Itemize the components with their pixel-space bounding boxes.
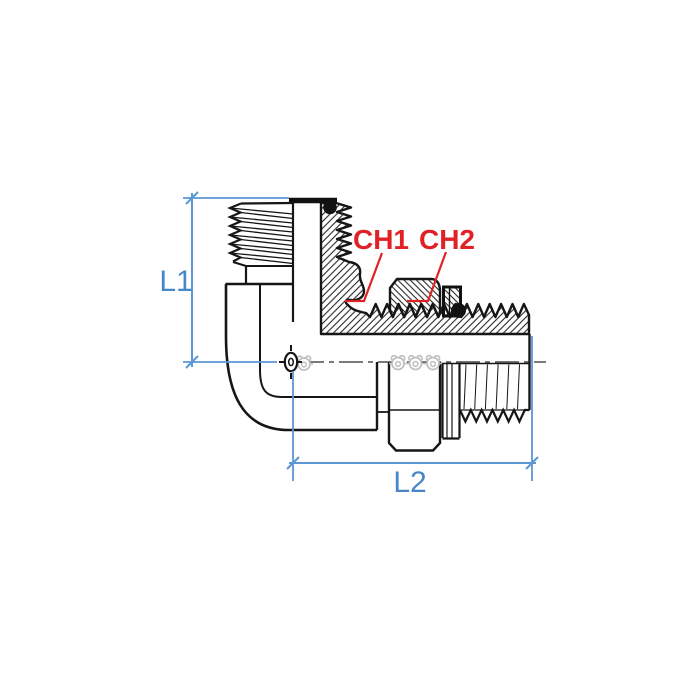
l2-label: L2 bbox=[393, 466, 426, 499]
dimension-l1 bbox=[183, 191, 289, 369]
right-male-thread-port bbox=[440, 334, 531, 425]
top-o-ring bbox=[323, 200, 337, 215]
top-male-thread-port bbox=[227, 201, 294, 284]
l2-tick-left bbox=[286, 456, 300, 470]
washer-band bbox=[441, 363, 461, 440]
l1-tick-bottom bbox=[185, 355, 199, 369]
side-o-ring bbox=[451, 303, 466, 318]
bend-center-mark bbox=[279, 345, 302, 379]
locknut bbox=[388, 277, 442, 319]
l1-label: L1 bbox=[159, 265, 192, 298]
callouts: CH1 CH2 bbox=[345, 224, 475, 303]
ch1-leader-line bbox=[345, 252, 384, 303]
dimension-l2 bbox=[286, 336, 539, 481]
locknut-section bbox=[388, 277, 442, 319]
elbow-bend bbox=[224, 282, 377, 432]
hex-nut bbox=[387, 362, 442, 452]
thread-silhouette bbox=[227, 202, 244, 263]
ch2-label: CH2 bbox=[419, 224, 475, 255]
ch1-label: CH1 bbox=[353, 224, 409, 255]
l2-tick-right bbox=[525, 456, 539, 470]
outer-bend bbox=[224, 284, 377, 432]
ch2-leader-line bbox=[407, 251, 448, 303]
right-leg-external bbox=[375, 334, 531, 452]
l1-tick-top bbox=[185, 191, 199, 205]
thread-crest-lines bbox=[229, 207, 294, 265]
hex-facet-line bbox=[259, 284, 377, 398]
